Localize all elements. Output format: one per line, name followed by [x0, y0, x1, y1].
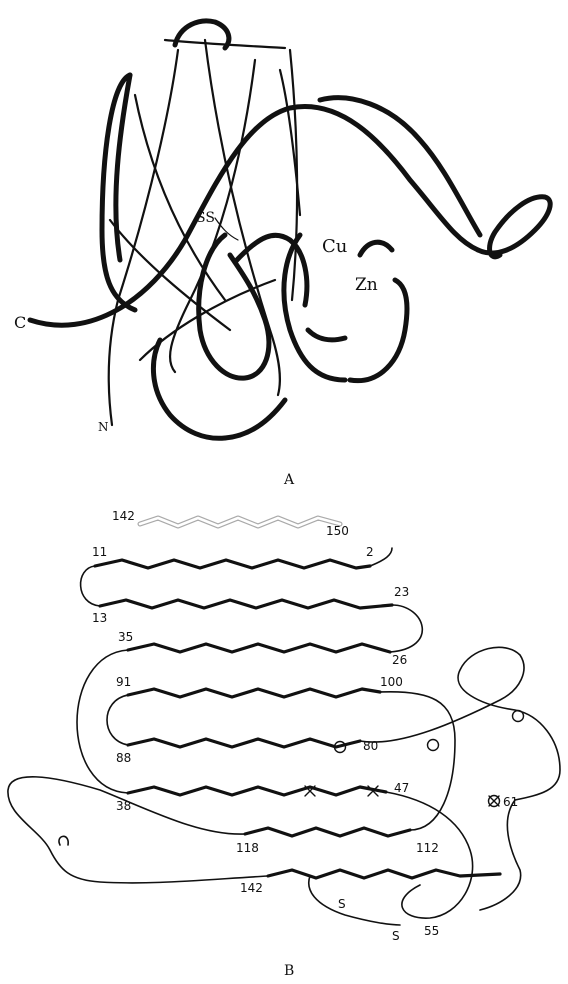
- label-zn: Zn: [355, 275, 378, 295]
- strand-11-2: [95, 560, 370, 568]
- res-13: 13: [92, 611, 107, 625]
- res-91: 91: [116, 675, 131, 689]
- res-150: 150: [326, 524, 349, 538]
- res-112: 112: [416, 841, 439, 855]
- panel-a-labels: SS Cu Zn C N A: [14, 210, 378, 488]
- panel-b-topology: [8, 518, 560, 925]
- res-118: 118: [236, 841, 259, 855]
- strand-88-80: [128, 739, 360, 747]
- markers: [305, 711, 524, 807]
- res-100: 100: [380, 675, 403, 689]
- marker-circle-loop-a: [428, 740, 439, 751]
- res-142: 142: [240, 881, 263, 895]
- beta-strands: [95, 560, 500, 878]
- label-cu: Cu: [322, 236, 347, 257]
- strand-118-112: [245, 828, 410, 836]
- label-n-terminus: N: [98, 420, 109, 434]
- strand-38-47: [128, 787, 386, 795]
- res-80: 80: [363, 739, 378, 753]
- res-35: 35: [118, 630, 133, 644]
- res-142-top: 142: [112, 509, 135, 523]
- res-61: 61: [503, 795, 518, 809]
- sulfur-1: S: [338, 897, 346, 911]
- res-47: 47: [394, 781, 409, 795]
- res-55: 55: [424, 924, 439, 938]
- res-23: 23: [394, 585, 409, 599]
- res-88: 88: [116, 751, 131, 765]
- caption-b: B: [284, 963, 294, 979]
- res-11: 11: [92, 545, 107, 559]
- strand-91-100: [128, 689, 380, 697]
- barrel-strands: [109, 40, 300, 425]
- caption-a: A: [283, 472, 295, 488]
- label-ss: SS: [196, 210, 215, 226]
- marker-x-61: [489, 796, 499, 806]
- label-c-terminus: C: [14, 313, 26, 332]
- panel-a-ribbon: [30, 21, 550, 438]
- strand-142-end: [268, 870, 500, 878]
- disulfide-loop: [309, 876, 400, 925]
- res-26: 26: [392, 653, 407, 667]
- marker-circle-loop-b: [513, 711, 524, 722]
- loops: [8, 548, 560, 925]
- sulfur-2: S: [392, 929, 400, 943]
- res-38: 38: [116, 799, 131, 813]
- strand-35-26: [128, 644, 390, 652]
- res-2: 2: [366, 545, 374, 559]
- strand-13-23: [100, 600, 392, 608]
